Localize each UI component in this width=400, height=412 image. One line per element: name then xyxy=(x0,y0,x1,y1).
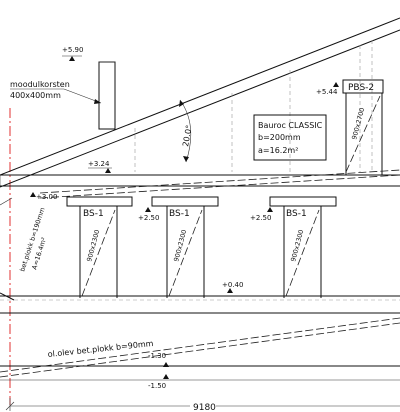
level-mark-floor xyxy=(227,288,233,293)
level-roof-left: +3.24 xyxy=(88,160,110,168)
level-roof-right: +5.44 xyxy=(316,88,338,96)
beam-bs-1-b xyxy=(151,196,219,207)
chimney-level-mark xyxy=(62,55,82,61)
chimney-size: 400x400mm xyxy=(10,91,61,100)
level-mid-2: +2.50 xyxy=(250,214,271,222)
left-slab-arrow xyxy=(0,197,13,206)
level-floor: +0.40 xyxy=(222,281,243,289)
panel-note-thickness: b=200mm xyxy=(258,133,301,142)
slope-angle-arc xyxy=(179,99,192,163)
beam-bs-1-c-label: BS-1 xyxy=(286,209,307,219)
beam-bs-1-a xyxy=(66,196,133,207)
beam-bs-1-a-label: BS-1 xyxy=(83,209,104,219)
opening-1 xyxy=(79,206,118,298)
panel-note-box xyxy=(253,114,327,161)
upper-slab-dashed-2 xyxy=(39,174,400,199)
level-mark-roof-right xyxy=(333,82,339,87)
roof-outline xyxy=(0,17,400,188)
level-mark-left-top xyxy=(30,192,36,197)
lower-slab-lines xyxy=(0,312,400,378)
floor-lines xyxy=(0,292,400,301)
panel-note-material: Bauroc CLASSIC xyxy=(258,121,323,130)
opening-4-size: 900x2700 xyxy=(350,107,366,141)
eaves-band xyxy=(0,174,400,187)
slope-arrow-bottom xyxy=(183,156,189,162)
opening-2 xyxy=(166,206,205,298)
beam-bs-1-c xyxy=(269,196,337,207)
chimney-leader xyxy=(63,88,102,104)
level-mark-mid-2 xyxy=(267,207,273,212)
chimney-label: moodulkorsten xyxy=(10,80,70,89)
hidden-lines xyxy=(134,40,373,172)
dimension-value: 9180 xyxy=(193,403,216,412)
dimension-value-bg xyxy=(190,398,216,411)
opening-1-size: 900x2300 xyxy=(85,229,101,263)
level-mid-1: +2.50 xyxy=(138,214,159,222)
chimney xyxy=(98,61,116,130)
lower-slab-label: ol.olev bet.plokk b=90mm xyxy=(47,339,154,359)
level-mark-mid-1 xyxy=(145,207,151,212)
level-ground-2: -1.50 xyxy=(148,382,166,390)
level-mark-ground-2 xyxy=(163,374,169,379)
opening-4 xyxy=(345,93,383,175)
beam-bs-1-b-label: BS-1 xyxy=(169,209,190,219)
level-left-top: +3.00 xyxy=(36,193,57,201)
slope-arrow-top xyxy=(179,100,184,107)
level-mark-roof-left xyxy=(88,167,112,173)
roof-slope-angle: 20.0° xyxy=(181,124,194,147)
level-ground-1: -1.30 xyxy=(148,352,166,360)
panel-note-area: a=16.2m² xyxy=(258,146,298,155)
opening-3-size: 900x2300 xyxy=(289,229,305,263)
opening-2-size: 900x2300 xyxy=(172,229,188,263)
beam-pbs-2-label: PBS-2 xyxy=(348,83,374,93)
opening-3 xyxy=(283,206,322,298)
chimney-top-level: +5.90 xyxy=(62,46,83,54)
beam-pbs-2 xyxy=(342,79,384,94)
upper-slab-dashed xyxy=(39,169,400,194)
